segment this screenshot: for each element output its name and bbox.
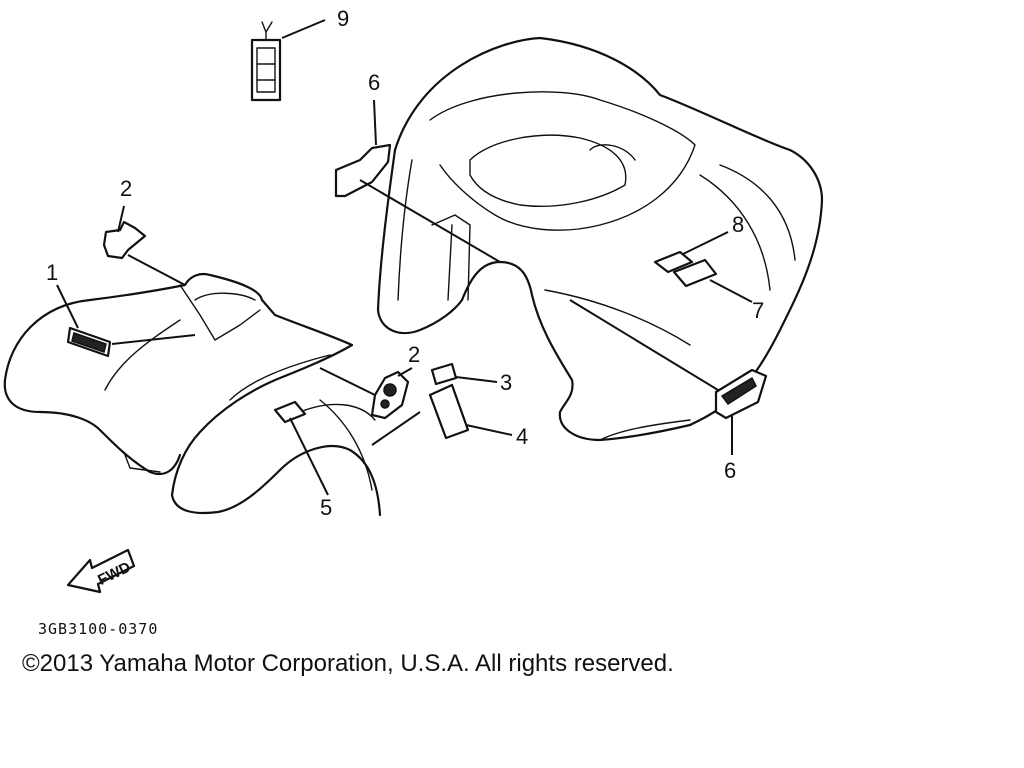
decal-7 [672,258,718,288]
decal-5 [273,400,307,424]
callout-9: 9 [337,6,349,31]
leader-lines [56,19,753,496]
callout-4: 4 [516,424,528,449]
decal-9-warning-tag [250,21,282,102]
rear-fender [376,36,824,442]
decal-2-lower [370,370,410,420]
decal-2-upper [102,220,147,260]
callout-2-lower: 2 [408,342,420,367]
front-fender [3,272,382,517]
decal-3 [430,362,458,386]
decal-1-emblem [66,326,112,358]
callout-8: 8 [732,212,744,237]
part-code: 3GB3100-0370 [38,620,159,638]
decal-8 [653,250,694,274]
fwd-arrow-icon: FWD [66,548,136,594]
callout-5: 5 [320,495,332,520]
decal-6-lower [714,368,768,420]
callout-3: 3 [500,370,512,395]
copyright-notice: ©2013 Yamaha Motor Corporation, U.S.A. A… [22,650,674,677]
decal-6-upper [334,143,392,198]
callout-6-lower: 6 [724,458,736,483]
callout-2-upper: 2 [120,176,132,201]
callout-1: 1 [46,260,58,285]
callout-6-upper: 6 [368,70,380,95]
decal-4 [428,383,470,440]
callout-7: 7 [752,298,764,323]
